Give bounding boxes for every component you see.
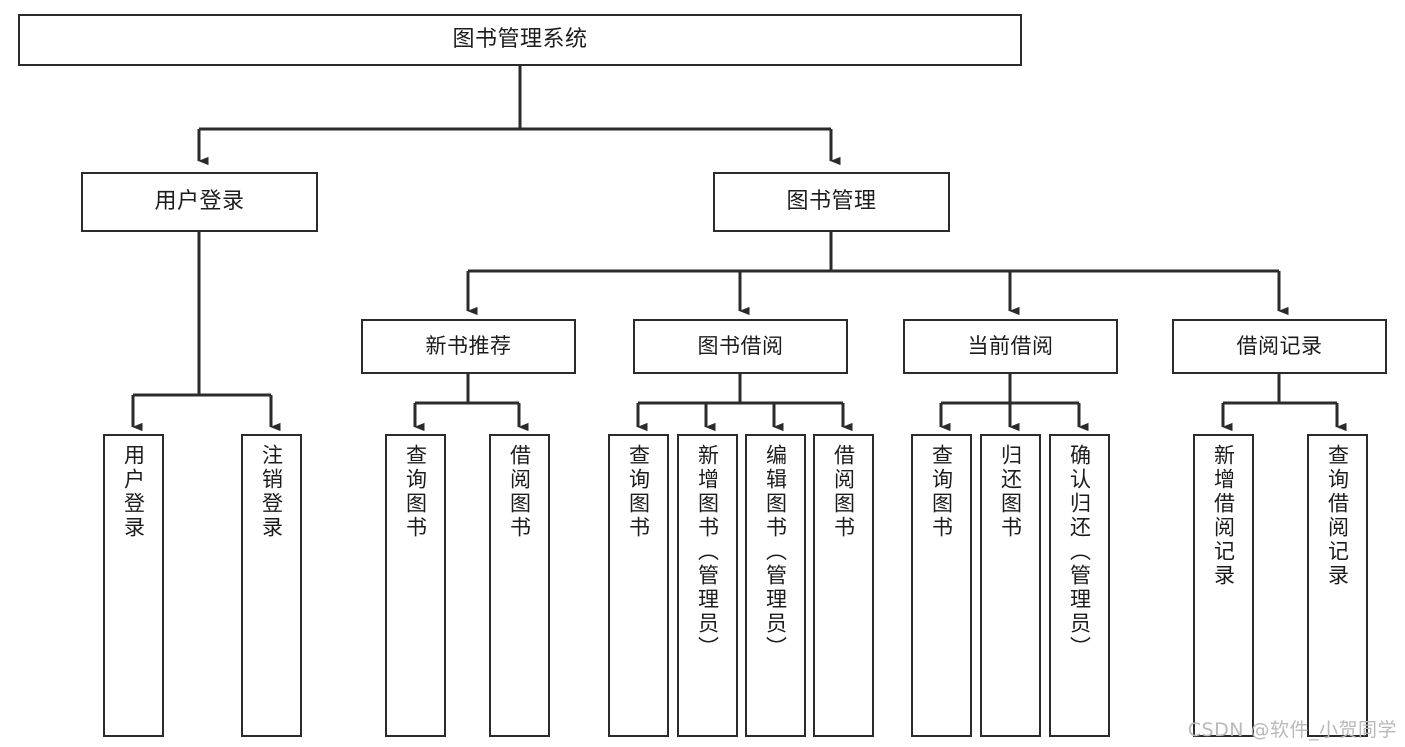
node-leaf-confirm-return-label: 确认归还（管理员） xyxy=(1067,444,1092,660)
node-leaf-confirm-return[interactable]: 确认归还（管理员） xyxy=(1049,434,1110,737)
node-current-borrow[interactable]: 当前借阅 xyxy=(903,319,1118,374)
node-leaf-borrow-book-2[interactable]: 借阅图书 xyxy=(813,434,874,737)
node-new-book-recommend-label: 新书推荐 xyxy=(425,333,512,358)
node-leaf-user-login-label: 用户登录 xyxy=(121,444,146,540)
node-leaf-query-book-2[interactable]: 查询图书 xyxy=(608,434,669,737)
node-leaf-return-book[interactable]: 归还图书 xyxy=(980,434,1041,737)
node-leaf-user-login[interactable]: 用户登录 xyxy=(103,434,164,737)
node-new-book-recommend[interactable]: 新书推荐 xyxy=(361,319,576,374)
node-leaf-return-book-label: 归还图书 xyxy=(998,444,1023,540)
node-leaf-query-book-1[interactable]: 查询图书 xyxy=(385,434,446,737)
node-book-manage[interactable]: 图书管理 xyxy=(713,172,950,232)
node-user-login[interactable]: 用户登录 xyxy=(81,172,318,232)
node-leaf-query-book-3-label: 查询图书 xyxy=(929,444,954,540)
node-book-borrow-label: 图书借阅 xyxy=(697,333,784,358)
node-borrow-record-label: 借阅记录 xyxy=(1236,333,1323,358)
node-leaf-query-record-label: 查询借阅记录 xyxy=(1325,444,1350,588)
node-leaf-query-record[interactable]: 查询借阅记录 xyxy=(1307,434,1368,737)
node-leaf-borrow-book-2-label: 借阅图书 xyxy=(831,444,856,540)
node-leaf-add-book[interactable]: 新增图书（管理员） xyxy=(677,434,738,737)
node-borrow-record[interactable]: 借阅记录 xyxy=(1172,319,1387,374)
node-leaf-logout[interactable]: 注销登录 xyxy=(241,434,302,737)
node-book-manage-label: 图书管理 xyxy=(786,188,877,214)
watermark: CSDN @软件_小贺同学 xyxy=(1187,719,1397,741)
node-leaf-add-record-label: 新增借阅记录 xyxy=(1211,444,1236,588)
node-current-borrow-label: 当前借阅 xyxy=(967,333,1054,358)
node-leaf-edit-book[interactable]: 编辑图书（管理员） xyxy=(745,434,806,737)
node-book-borrow[interactable]: 图书借阅 xyxy=(633,319,848,374)
node-leaf-borrow-book-1[interactable]: 借阅图书 xyxy=(489,434,550,737)
node-leaf-add-book-label: 新增图书（管理员） xyxy=(695,444,720,660)
node-leaf-query-book-2-label: 查询图书 xyxy=(626,444,651,540)
node-root[interactable]: 图书管理系统 xyxy=(18,14,1022,66)
node-leaf-query-book-1-label: 查询图书 xyxy=(403,444,428,540)
node-user-login-label: 用户登录 xyxy=(154,188,245,214)
node-leaf-query-book-3[interactable]: 查询图书 xyxy=(911,434,972,737)
node-leaf-edit-book-label: 编辑图书（管理员） xyxy=(763,444,788,660)
node-leaf-add-record[interactable]: 新增借阅记录 xyxy=(1193,434,1254,737)
node-root-label: 图书管理系统 xyxy=(452,26,588,52)
node-leaf-borrow-book-1-label: 借阅图书 xyxy=(507,444,532,540)
node-leaf-logout-label: 注销登录 xyxy=(259,444,284,540)
